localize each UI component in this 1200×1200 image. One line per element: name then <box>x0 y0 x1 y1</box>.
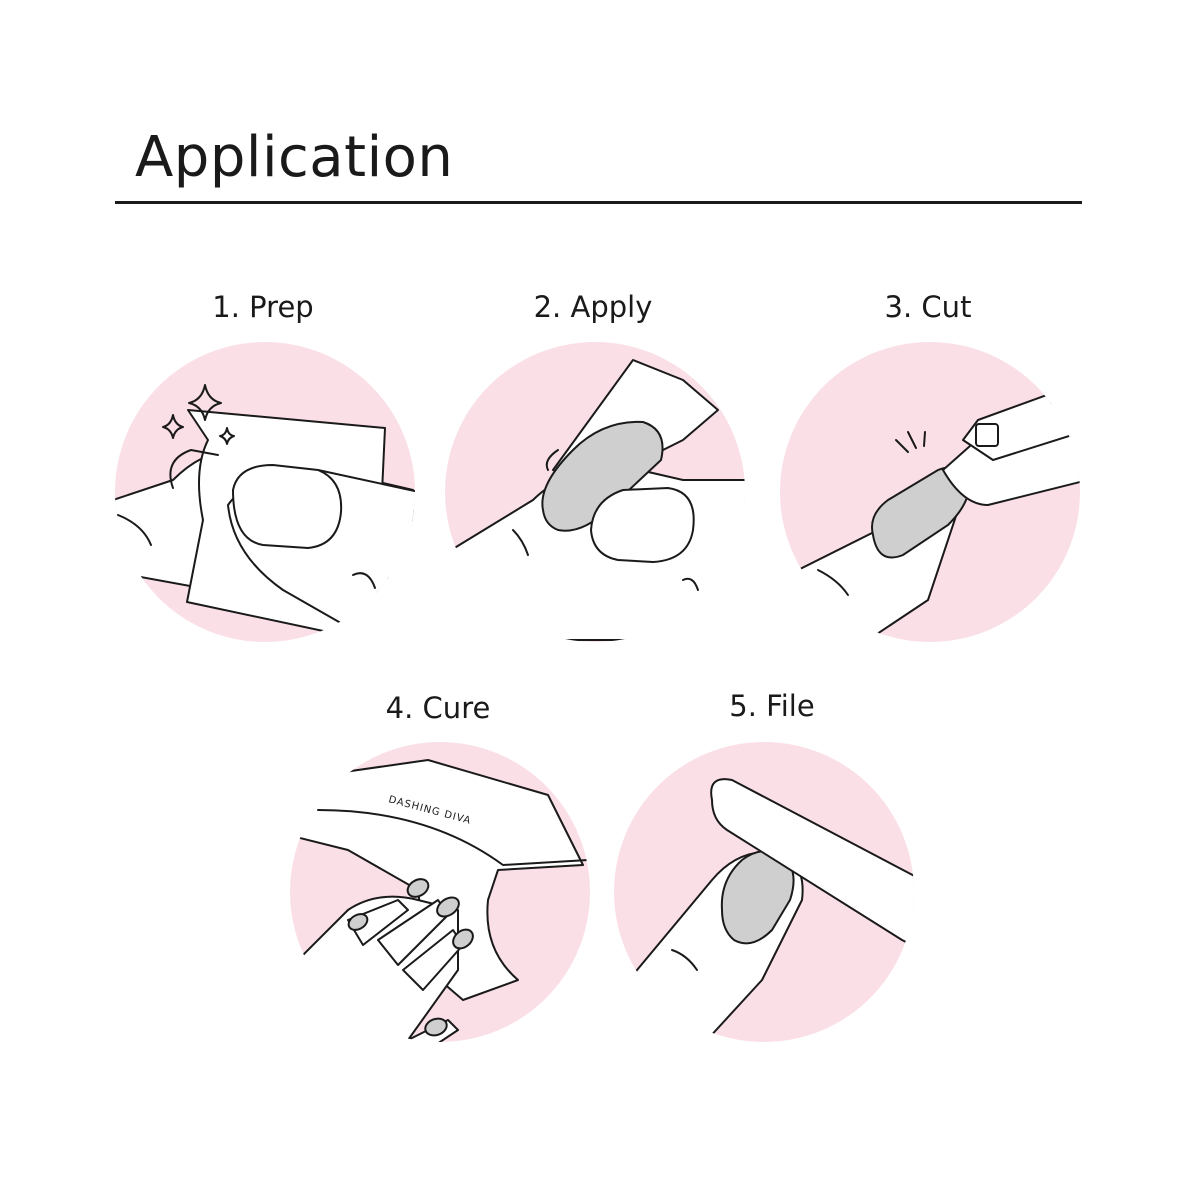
apply-nail-illustration <box>445 342 745 642</box>
step-2-label: 2. Apply <box>533 290 653 324</box>
page-title: Application <box>135 125 454 190</box>
step-4-label: 4. Cure <box>385 691 491 725</box>
clipper-illustration <box>780 342 1080 642</box>
wipe-nail-illustration <box>115 342 415 642</box>
uv-lamp-illustration: DASHING DIVA <box>290 742 590 1042</box>
nail-file-illustration <box>614 742 914 1042</box>
title-divider <box>115 201 1082 204</box>
step-5-label: 5. File <box>729 689 815 723</box>
step-1-label: 1. Prep <box>212 290 314 324</box>
step-3-label: 3. Cut <box>884 290 972 324</box>
